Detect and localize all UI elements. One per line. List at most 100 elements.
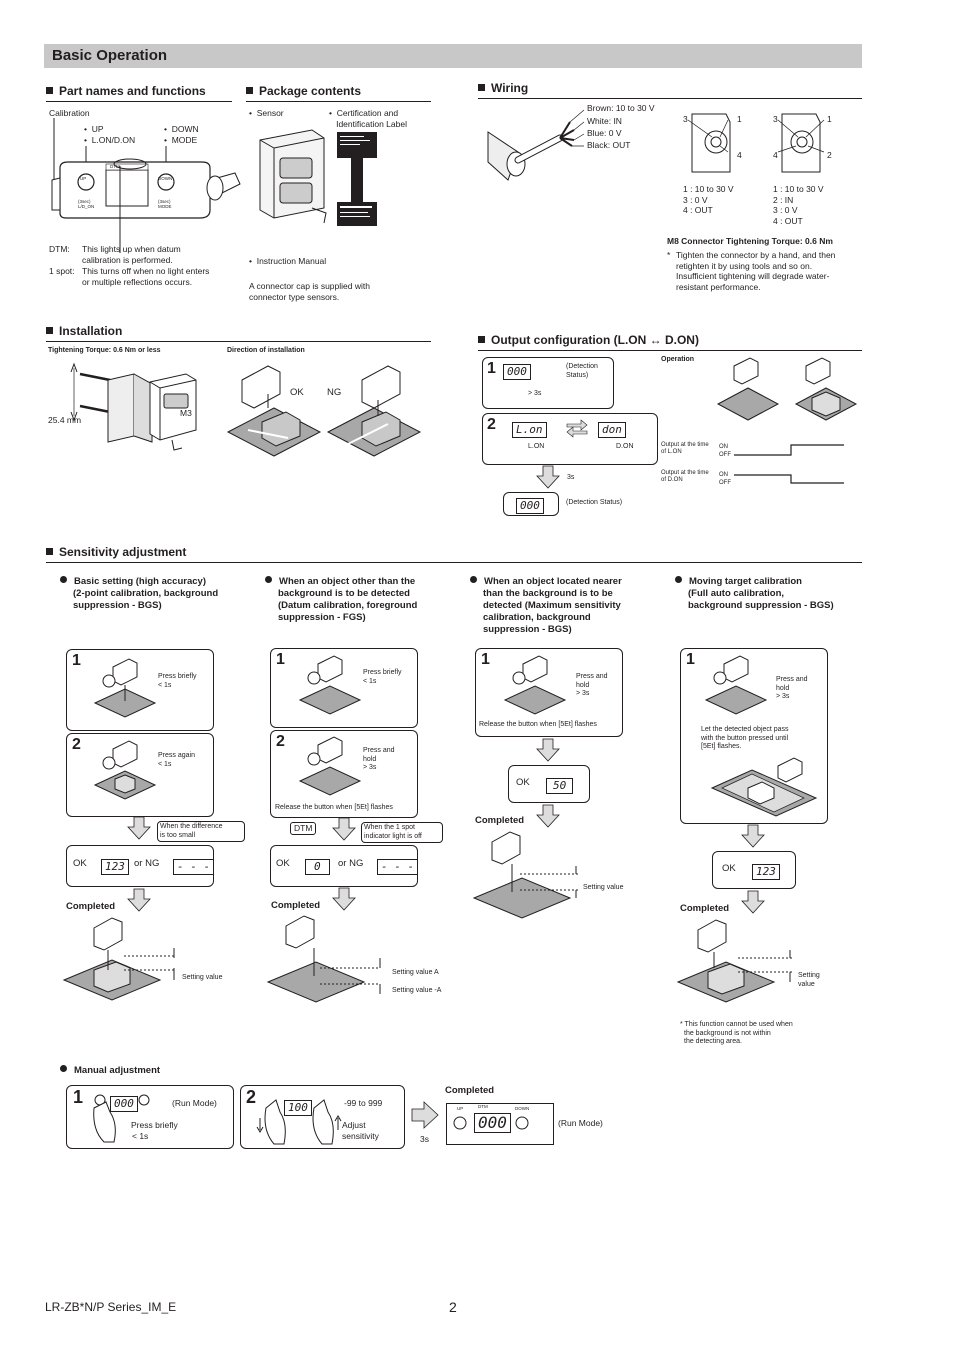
col4-ok: OK	[722, 863, 736, 874]
col3-completed-drawing	[472, 831, 578, 919]
col1-arrow-right-icon	[127, 888, 151, 912]
col2-or-ng: or NG	[338, 858, 364, 869]
section-title: Package contents	[259, 84, 362, 98]
col2-step1-number: 1	[276, 651, 285, 668]
output-don-label: D.ON	[616, 443, 634, 450]
mode-label: • MODE	[164, 135, 198, 145]
cable-drawing	[487, 109, 585, 181]
manual-step2-display: 100	[284, 1098, 312, 1116]
section-wiring: Wiring	[478, 81, 862, 99]
manual-step2-number: 2	[246, 1087, 257, 1107]
package-manual: • Instruction Manual	[249, 256, 327, 266]
output-step1-number: 1	[487, 360, 496, 377]
note-star: *	[667, 250, 671, 260]
col4-step1-drawing	[704, 655, 768, 715]
col1-or-ng: or NG	[134, 858, 160, 869]
section-installation: Installation	[46, 324, 431, 342]
pin-1a: 1	[737, 114, 742, 124]
col2-dtm: DTM	[290, 822, 317, 835]
operation-label: Operation	[661, 356, 695, 363]
col4-title: Moving target calibration(Full auto cali…	[675, 576, 865, 612]
down-label: • DOWN	[164, 124, 199, 134]
output-detection-status-final: (Detection Status)	[566, 499, 623, 506]
manual-run-mode: (Run Mode)	[172, 1098, 217, 1108]
col3-arrow-right-icon	[536, 804, 560, 828]
installation-direction: Direction of installation	[227, 347, 305, 354]
manual-step1-display: 000	[110, 1094, 138, 1112]
manual-arrow-right-icon	[411, 1101, 439, 1129]
section-output-config: Output configuration (L.ON ↔ D.ON)	[478, 333, 862, 351]
installation-torque: Tightening Torque: 0.6 Nm or less	[48, 347, 161, 354]
col1-step2-text: Press again< 1s	[158, 752, 195, 768]
square-bullet-icon	[246, 87, 253, 94]
package-sensor: • Sensor	[249, 108, 284, 118]
col1-step1-number: 1	[72, 652, 81, 669]
wire-white: White: IN	[587, 116, 622, 126]
col1-step2-number: 2	[72, 736, 81, 753]
col2-step1-drawing	[298, 655, 362, 715]
manual-step1-box	[66, 1085, 234, 1149]
pin-4a: 4	[737, 150, 742, 160]
pin-1b: 1	[827, 114, 832, 124]
col1-completed: Completed	[66, 901, 116, 912]
connector-torque: M8 Connector Tightening Torque: 0.6 Nm	[667, 236, 833, 246]
swap-arrows-icon	[566, 419, 588, 438]
page-title: Basic Operation	[52, 47, 168, 64]
col2-setting-neg-a: Setting value -A	[392, 987, 442, 994]
col4-completed-drawing	[676, 919, 792, 1003]
col2-ok-display: 0	[305, 857, 330, 875]
wire-brown: Brown: 10 to 30 V	[587, 103, 655, 113]
col4-conveyor-drawing	[710, 757, 818, 817]
output-timing-chart	[734, 444, 844, 484]
calibration-label: Calibration	[49, 108, 90, 118]
page-number: 2	[449, 1299, 457, 1315]
output-lon-label: L.ON	[528, 443, 545, 450]
col2-arrow-right-icon	[332, 887, 356, 911]
manual-step1-text: Press briefly< 1s	[131, 1120, 178, 1141]
manual-run-mode-2: (Run Mode)	[558, 1118, 603, 1128]
manual-step2-hands-drawing	[256, 1099, 342, 1145]
manual-completed-panel	[446, 1103, 554, 1145]
col3-step1-number: 1	[481, 651, 490, 668]
screw-m3: M3	[180, 408, 192, 418]
col1-step1-drawing	[93, 658, 157, 718]
down-arrow-icon	[536, 465, 560, 489]
col4-arrow-icon	[741, 824, 765, 848]
device-3sec-left: (3sec)L/D_ON	[78, 199, 95, 209]
section-title: Wiring	[491, 81, 529, 95]
col1-step2-box	[66, 733, 214, 817]
tightening-note: Tighten the connector by a hand, and the…	[676, 250, 836, 292]
section-title: Output configuration (L.ON ↔ D.ON)	[491, 333, 699, 347]
col2-completed-drawing	[266, 915, 381, 1003]
manual-3s: 3s	[420, 1134, 429, 1144]
col2-completed: Completed	[271, 900, 321, 911]
col1-ng-display: - - -	[173, 857, 215, 875]
manual-title: Manual adjustment	[60, 1065, 160, 1077]
operation-drawing	[716, 357, 858, 421]
square-bullet-icon	[478, 84, 485, 91]
col3-arrow-icon	[536, 738, 560, 762]
col2-step2-box	[270, 730, 418, 818]
col2-arrow-icon	[332, 817, 356, 841]
manual-step1-hand-drawing	[93, 1094, 150, 1143]
manual-range: -99 to 999	[344, 1098, 383, 1108]
manual-completed-display: 000	[474, 1113, 511, 1133]
connector-4pin-drawing	[777, 113, 825, 173]
col2-step1-box	[270, 648, 418, 728]
lon-don-label: • L.ON/D.ON	[84, 135, 136, 145]
col2-ng-display: - - -	[377, 857, 419, 875]
square-bullet-icon	[46, 87, 53, 94]
wire-black: Black: OUT	[587, 140, 631, 150]
col4-completed: Completed	[680, 903, 730, 914]
col1-completed-drawing	[62, 917, 176, 1001]
